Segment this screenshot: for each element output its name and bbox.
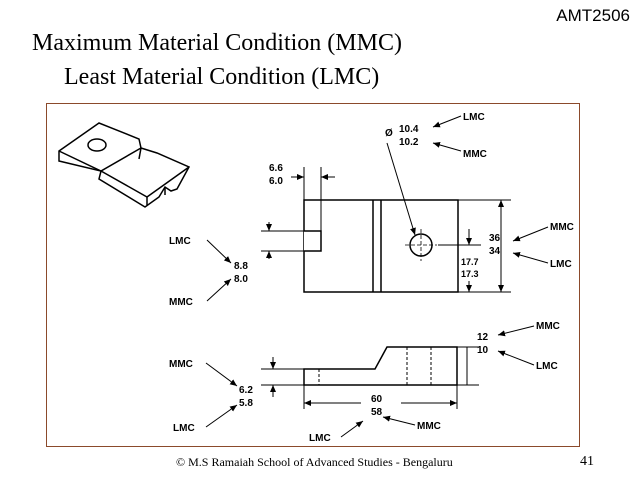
- slot-dim-min: 8.0: [234, 274, 248, 285]
- thickness-dim-min: 5.8: [239, 398, 253, 409]
- slot-dim-max: 8.8: [234, 261, 248, 272]
- step-height-min: 10: [477, 345, 489, 356]
- diagram-frame: Ø 10.4 10.2 LMC MMC 6.6 6.0 LMC 8.8 8.0 …: [46, 103, 580, 447]
- diameter-symbol: Ø: [385, 128, 393, 139]
- height-lmc-label: LMC: [550, 259, 572, 270]
- engineering-drawing: Ø 10.4 10.2 LMC MMC 6.6 6.0 LMC 8.8 8.0 …: [58, 112, 574, 444]
- hole-dim-min: 10.2: [399, 137, 419, 148]
- step-mmc-label: MMC: [536, 321, 560, 332]
- leader-lines: [205, 115, 549, 438]
- length-mmc-label: MMC: [417, 421, 441, 432]
- page-number: 41: [580, 454, 594, 469]
- hole-mmc-label: MMC: [463, 149, 487, 160]
- thickness-dim-max: 6.2: [239, 385, 253, 396]
- hole-dim-max: 10.4: [399, 124, 419, 135]
- side-view: [261, 346, 479, 409]
- hole-location-min: 17.3: [461, 269, 479, 279]
- thickness-mmc-label: MMC: [169, 359, 193, 370]
- length-dim-min: 58: [371, 407, 383, 418]
- isometric-view: [58, 122, 191, 208]
- slot-mmc-label: MMC: [169, 297, 193, 308]
- step-lmc-label: LMC: [536, 361, 558, 372]
- height-dim-max: 36: [489, 233, 501, 244]
- hole-lmc-label: LMC: [463, 112, 485, 123]
- thickness-lmc-label: LMC: [173, 423, 195, 434]
- tab-width-min: 6.0: [269, 176, 283, 187]
- length-lmc-label: LMC: [309, 433, 331, 444]
- length-dim-max: 60: [371, 394, 383, 405]
- top-view: [261, 167, 511, 293]
- step-height-max: 12: [477, 332, 489, 343]
- footer-copyright: © M.S Ramaiah School of Advanced Studies…: [176, 455, 453, 469]
- height-dim-min: 34: [489, 246, 501, 257]
- course-code: AMT2506: [556, 6, 630, 25]
- slide-title-line-1: Maximum Material Condition (MMC): [32, 30, 402, 56]
- slide-title-line-2: Least Material Condition (LMC): [64, 64, 380, 90]
- hole-location-max: 17.7: [461, 257, 479, 267]
- height-mmc-label: MMC: [550, 222, 574, 233]
- slot-lmc-label: LMC: [169, 236, 191, 247]
- tab-width-max: 6.6: [269, 163, 283, 174]
